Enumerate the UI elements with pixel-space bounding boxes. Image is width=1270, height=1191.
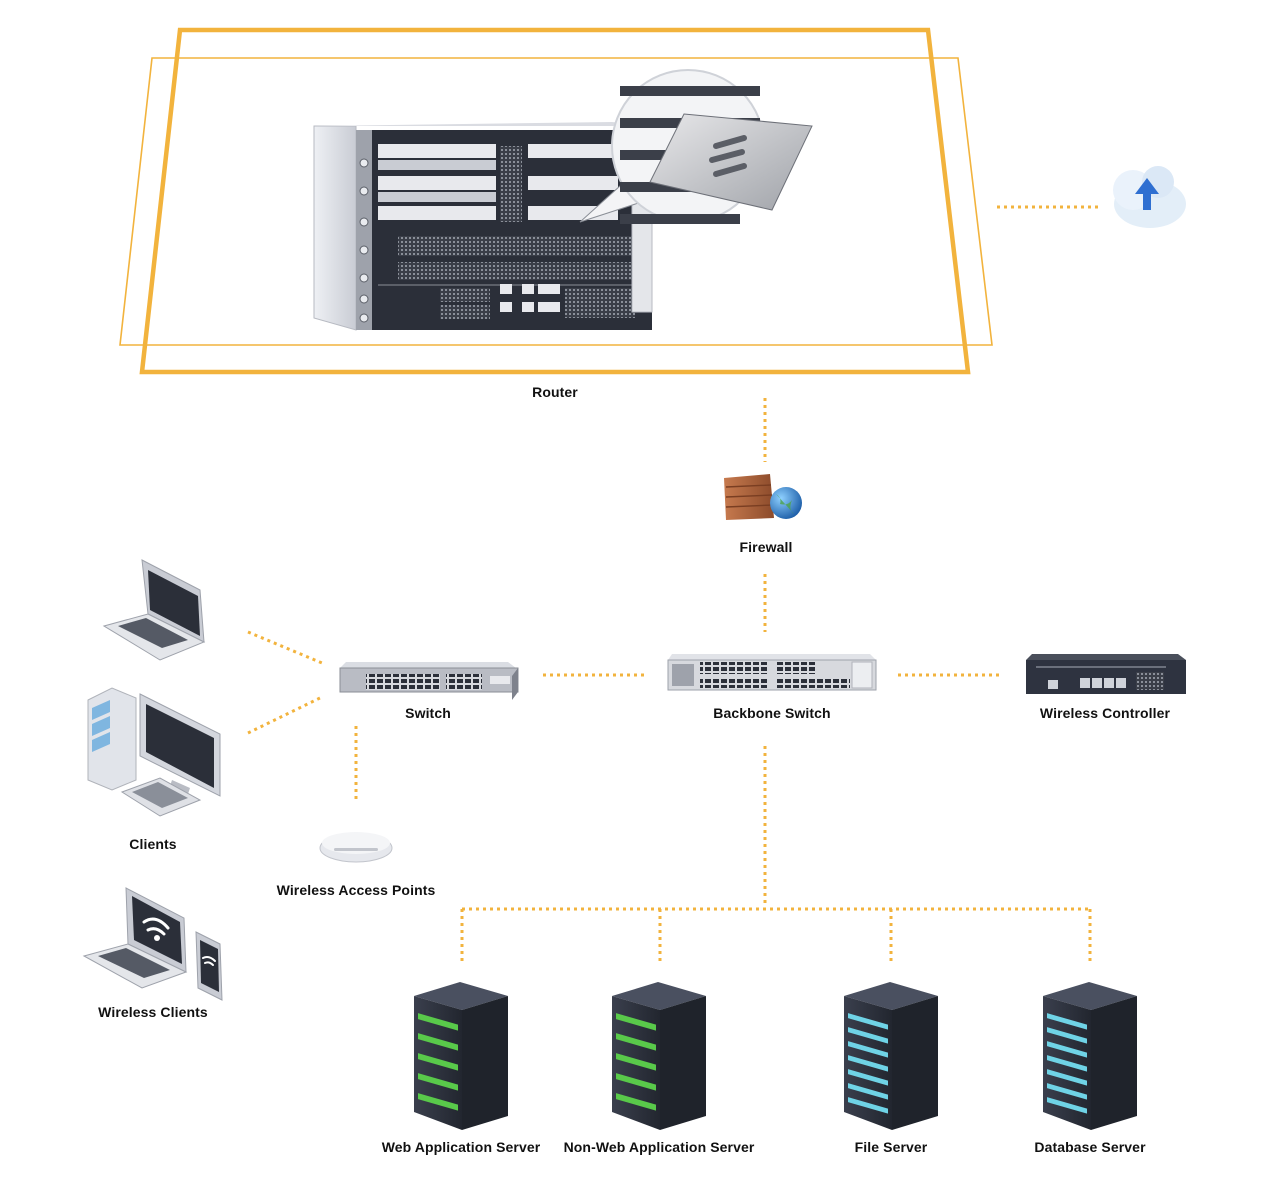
router-chassis-icon (313, 122, 653, 331)
router-label: Router (532, 384, 578, 400)
backbone-switch-icon (667, 654, 877, 691)
connector-laptop-switch (247, 630, 323, 665)
non-web-application-server-label: Non-Web Application Server (563, 1139, 755, 1155)
desktop-computer-icon (87, 687, 221, 817)
firewall-globe-icon (724, 474, 802, 520)
access-point-icon (319, 832, 393, 863)
cloud-upload-icon (1113, 166, 1186, 228)
zoom-callout-icon (579, 69, 813, 224)
connectors (247, 205, 1102, 965)
switch-icon (339, 662, 519, 700)
clients-label: Clients (129, 836, 177, 852)
router-frame (119, 27, 993, 375)
wireless-access-points-label: Wireless Access Points (276, 882, 436, 898)
connector-desktop-switch (247, 695, 323, 735)
server-rack-cyan-icon (844, 982, 938, 1130)
tablet-wifi-icon (195, 931, 223, 1001)
web-application-server-label: Web Application Server (381, 1139, 541, 1155)
backbone-switch-label: Backbone Switch (713, 705, 831, 721)
file-server-label: File Server (854, 1139, 928, 1155)
server-rack-green-icon (414, 982, 508, 1130)
server-rack-green-icon (612, 982, 706, 1130)
laptop-icon (102, 559, 206, 661)
switch-label: Switch (405, 705, 451, 721)
server-rack-cyan-icon (1043, 982, 1137, 1130)
wireless-clients-label: Wireless Clients (98, 1004, 208, 1020)
wireless-controller-icon (1026, 654, 1186, 694)
database-server-label: Database Server (1034, 1139, 1146, 1155)
laptop-wifi-icon (82, 887, 188, 989)
firewall-label: Firewall (739, 539, 793, 555)
wireless-controller-label: Wireless Controller (1039, 705, 1171, 721)
